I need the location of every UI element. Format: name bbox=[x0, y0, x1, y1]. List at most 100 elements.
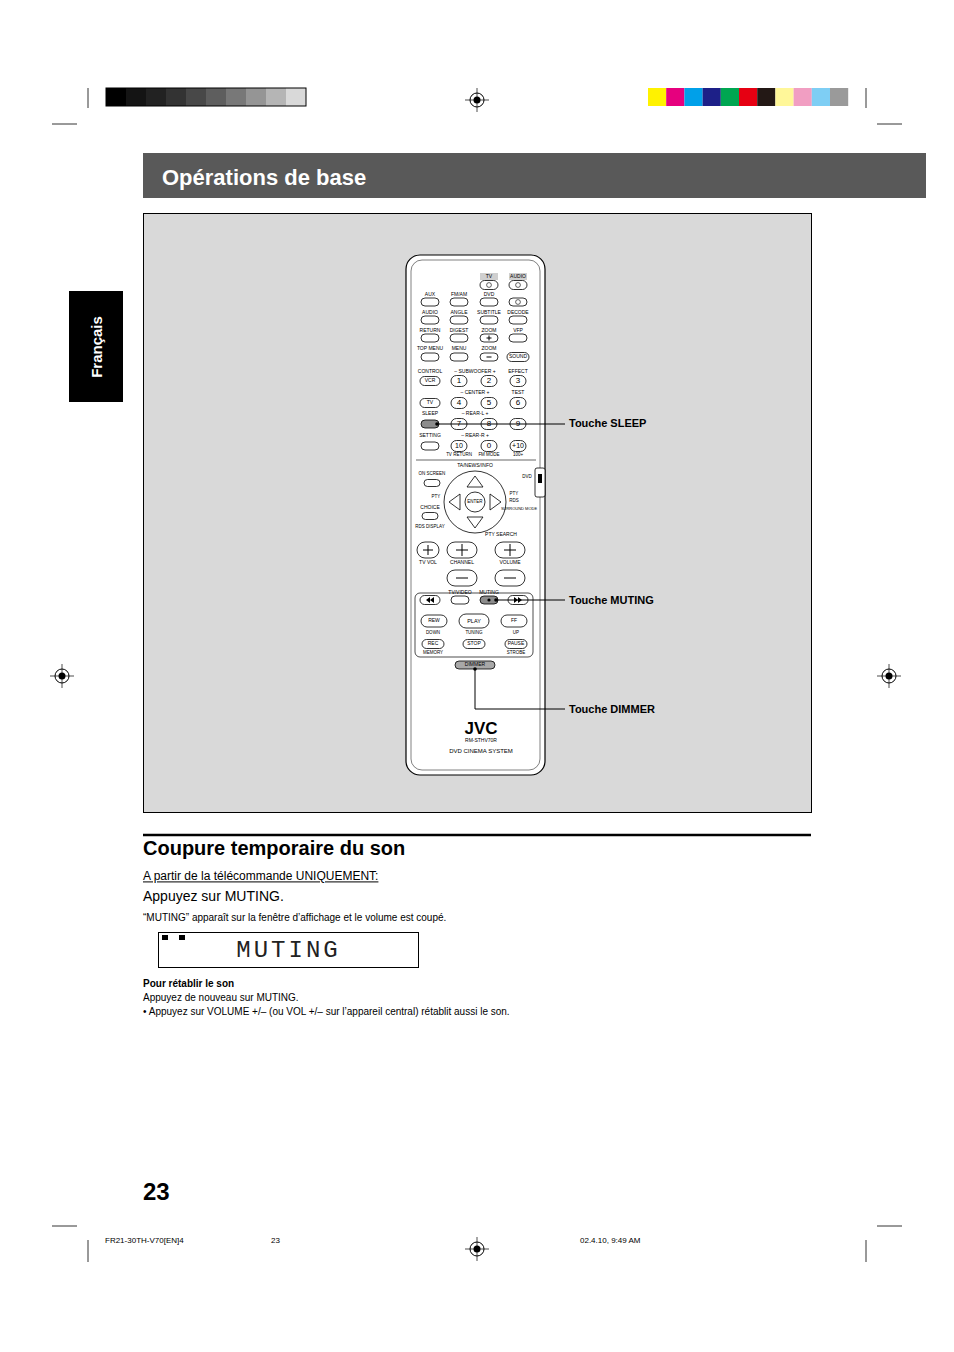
gray-swatch bbox=[106, 88, 126, 106]
button-label: TV bbox=[427, 400, 433, 406]
button-label: 8 bbox=[487, 420, 491, 429]
button-label: AUDIO bbox=[422, 310, 438, 316]
button-label: – SUBWOOFER + bbox=[454, 369, 495, 375]
language-tab: Français bbox=[69, 291, 123, 402]
page-text: Appuyez de nouveau sur MUTING. bbox=[143, 992, 299, 1003]
rewind-symbol bbox=[426, 597, 434, 603]
button-label: SUBTITLE bbox=[477, 310, 501, 316]
page-text: Pour rétablir le son bbox=[143, 978, 234, 989]
button-label: PTY bbox=[432, 495, 441, 500]
display-icon bbox=[179, 935, 185, 940]
button-label: EFFECT bbox=[508, 369, 527, 375]
color-swatch bbox=[757, 88, 775, 106]
button-label: ENTER bbox=[467, 500, 482, 505]
button-label: VCR bbox=[425, 378, 436, 384]
remote-button bbox=[421, 298, 439, 306]
gray-swatch bbox=[206, 88, 226, 106]
remote-button bbox=[421, 353, 439, 361]
button-label: ZOOM bbox=[482, 328, 497, 334]
page-text: • Appuyez sur VOLUME +/– (ou VOL +/– sur… bbox=[143, 1006, 510, 1017]
remote-button bbox=[510, 441, 526, 452]
enter-button bbox=[465, 492, 485, 512]
remote-button bbox=[447, 542, 477, 558]
remote-button bbox=[451, 441, 467, 452]
button-label: DECODE bbox=[507, 310, 528, 316]
remote-button bbox=[451, 376, 467, 387]
remote-button bbox=[509, 281, 527, 290]
button-label: 0 bbox=[487, 442, 491, 451]
gray-swatch bbox=[166, 88, 186, 106]
button-label: STROBE bbox=[507, 651, 526, 656]
crop-mark bbox=[52, 124, 77, 125]
button-label: FM MODE bbox=[478, 453, 499, 458]
page-text: Touche DIMMER bbox=[569, 703, 655, 715]
button-label: MEMORY bbox=[423, 651, 443, 656]
remote-button bbox=[459, 614, 489, 628]
gray-swatch bbox=[226, 88, 246, 106]
plus-sign bbox=[462, 544, 463, 556]
button-label: SLEEP bbox=[422, 411, 438, 417]
page-text: 23 bbox=[143, 1179, 170, 1205]
button-label: 1 bbox=[457, 377, 461, 386]
button-label: STOP bbox=[467, 641, 481, 647]
color-swatch bbox=[666, 88, 684, 106]
leader-dot bbox=[494, 598, 498, 602]
color-swatch bbox=[684, 88, 702, 106]
gray-swatch bbox=[186, 88, 206, 106]
power-symbol bbox=[516, 300, 521, 305]
power-symbol bbox=[516, 283, 521, 288]
button-label: CHOICE bbox=[420, 505, 439, 511]
minus-sign bbox=[456, 578, 468, 579]
button-label: AUX bbox=[425, 292, 435, 298]
remote-button bbox=[450, 334, 468, 342]
page-text: A partir de la télécommande UNIQUEMENT: bbox=[143, 870, 378, 883]
button-label: RDS bbox=[509, 499, 519, 504]
button-label: RM-STHV70R bbox=[465, 738, 497, 744]
display-window: MUTING bbox=[158, 932, 419, 968]
switch-knob bbox=[538, 474, 542, 483]
leader-dot bbox=[435, 422, 439, 426]
remote-button bbox=[421, 316, 439, 324]
remote-button bbox=[450, 353, 468, 361]
button-label: TA/NEWS/INFO bbox=[457, 463, 493, 469]
plus-sign bbox=[510, 544, 511, 556]
button-label: ON SCREEN bbox=[419, 472, 446, 477]
button-label: DIMMER bbox=[465, 662, 485, 668]
crop-mark bbox=[877, 124, 902, 125]
remote-button bbox=[481, 441, 497, 452]
crop-marks bbox=[52, 88, 902, 1262]
button-label: SETTING bbox=[419, 433, 441, 439]
side-switch bbox=[535, 468, 545, 497]
color-swatch bbox=[812, 88, 830, 106]
gray-swatch bbox=[146, 88, 166, 106]
remote-button bbox=[507, 353, 529, 362]
button-label: 7 bbox=[457, 420, 461, 429]
button-label: PAUSE bbox=[508, 641, 525, 647]
button-label: PLAY bbox=[467, 618, 481, 624]
button-label: RDS DISPLAY bbox=[415, 525, 444, 530]
button-label: 4 bbox=[457, 399, 461, 408]
remote-button bbox=[421, 615, 447, 627]
gray-swatch bbox=[286, 88, 306, 106]
button-label: DVD bbox=[522, 475, 532, 480]
remote-button bbox=[422, 640, 444, 649]
leader-line bbox=[475, 669, 565, 709]
label-chip bbox=[509, 273, 527, 280]
gray-swatch bbox=[126, 88, 146, 106]
button-label: CHANNEL bbox=[450, 560, 474, 566]
button-label: 100+ bbox=[513, 453, 523, 458]
remote-button bbox=[495, 542, 525, 558]
remote-button bbox=[480, 596, 498, 604]
button-label: PTY SEARCH bbox=[485, 532, 517, 538]
button-label: ZOOM bbox=[482, 346, 497, 352]
remote-button bbox=[480, 353, 498, 361]
button-label: MENU bbox=[452, 346, 467, 352]
button-label: FF bbox=[511, 618, 517, 624]
button-label: – CENTER + bbox=[460, 390, 489, 396]
remote-button bbox=[420, 399, 440, 408]
remote-button bbox=[495, 570, 525, 586]
remote-button bbox=[450, 298, 468, 306]
nav-pad bbox=[444, 471, 506, 533]
divider bbox=[416, 460, 536, 461]
